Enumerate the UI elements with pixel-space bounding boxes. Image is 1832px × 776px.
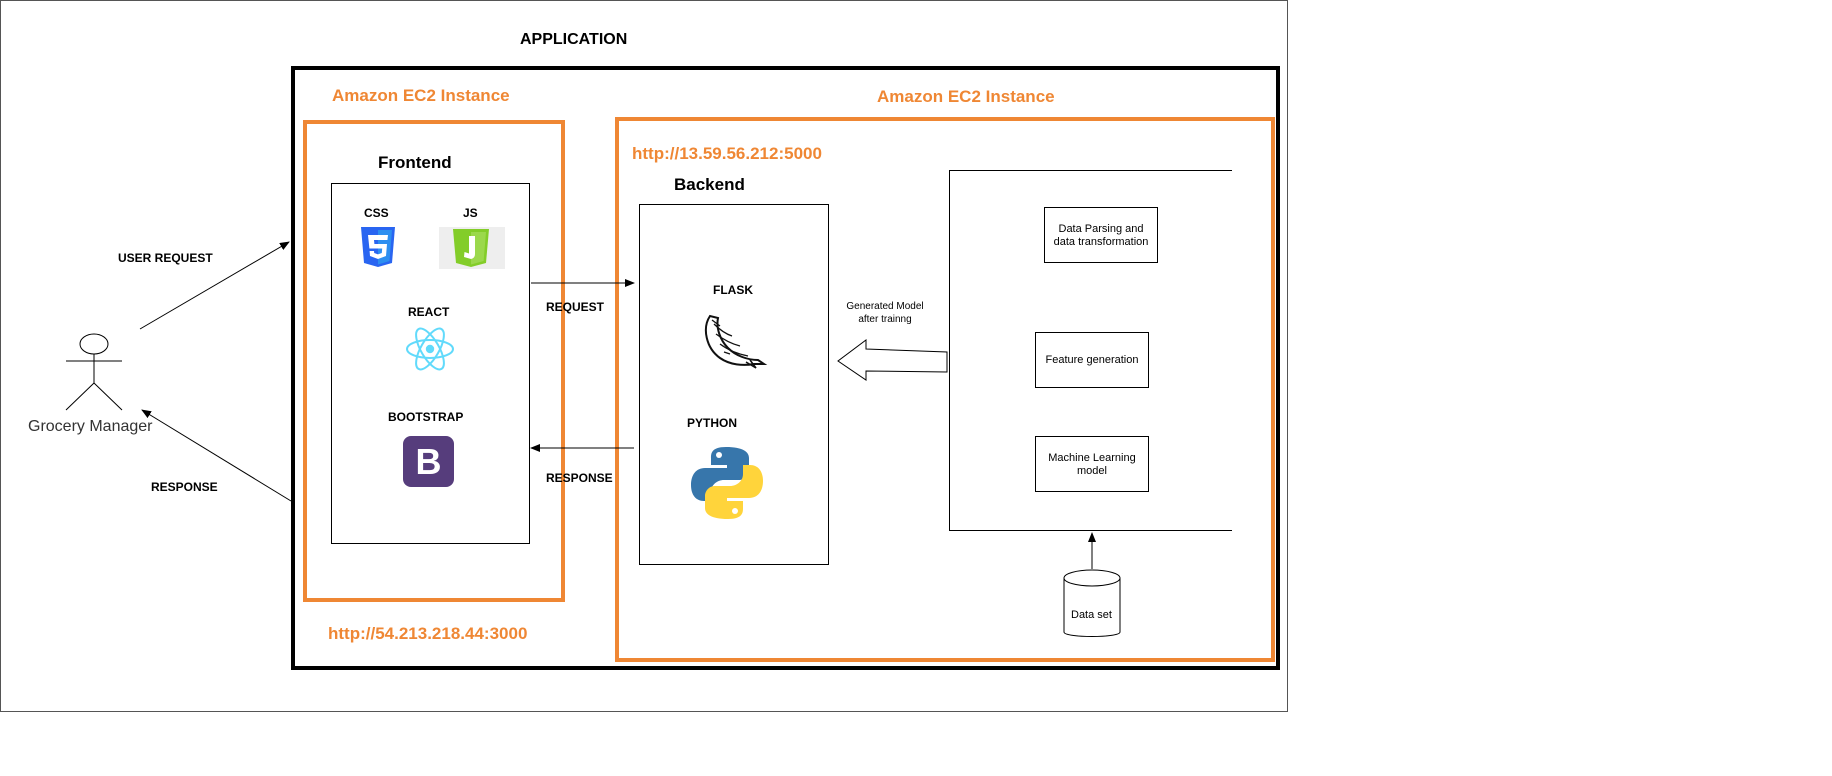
actor-label: Grocery Manager [28,418,153,435]
dataset-label: Data set [1071,609,1112,621]
ml-pipeline-container [949,170,1232,531]
react-label: REACT [408,305,450,319]
frontend-url: http://54.213.218.44:3000 [328,624,528,643]
backend-url: http://13.59.56.212:5000 [632,144,822,163]
dataset-cylinder-icon [1063,568,1121,642]
request-label: REQUEST [546,300,605,314]
generated-model-arrow [837,339,948,381]
grocery-manager-actor-icon [65,333,123,411]
backend-heading: Backend [674,175,745,194]
react-atom-icon [404,326,456,372]
generated-model-label: Generated Model after trainng [835,300,935,326]
flask-horn-icon [698,310,768,370]
svg-text:B: B [416,441,442,482]
generated-model-line1: Generated Model [846,301,924,312]
css3-icon [359,226,397,268]
ml-model-line2: model [1077,465,1107,477]
feature-generation-label: Feature generation [1045,354,1139,366]
diagram-frame [0,0,1288,712]
frontend-instance-box [303,120,565,602]
css-label: CSS [364,206,389,220]
bootstrap-icon: B [403,436,454,487]
flask-label: FLASK [713,283,753,297]
data-parsing-line1: Data Parsing and [1058,223,1144,235]
python-label: PYTHON [687,416,738,430]
ml-model-box: Machine Learning model [1035,436,1149,492]
js-logo-icon [439,227,505,269]
data-parsing-line2: data transformation [1053,236,1149,248]
frontend-instance-title: Amazon EC2 Instance [332,86,510,105]
user-request-label: USER REQUEST [118,251,213,265]
backend-instance-title: Amazon EC2 Instance [877,87,1055,106]
frontend-heading: Frontend [378,153,452,172]
response-arrow-left [141,409,292,502]
feature-generation-box: Feature generation [1035,332,1149,388]
backend-instance-box [615,117,1275,662]
diagram-title: APPLICATION [520,31,628,48]
bootstrap-label: BOOTSTRAP [388,410,464,424]
response-label-right: RESPONSE [546,471,613,485]
generated-model-line2: after trainng [858,314,912,325]
application-boundary [291,66,1280,670]
response-label-left: RESPONSE [151,480,218,494]
user-request-arrow [139,241,290,330]
ml-model-line1: Machine Learning [1048,452,1136,464]
js-label: JS [463,206,478,220]
data-parsing-box: Data Parsing and data transformation [1044,207,1158,263]
python-logo-icon [689,445,765,521]
